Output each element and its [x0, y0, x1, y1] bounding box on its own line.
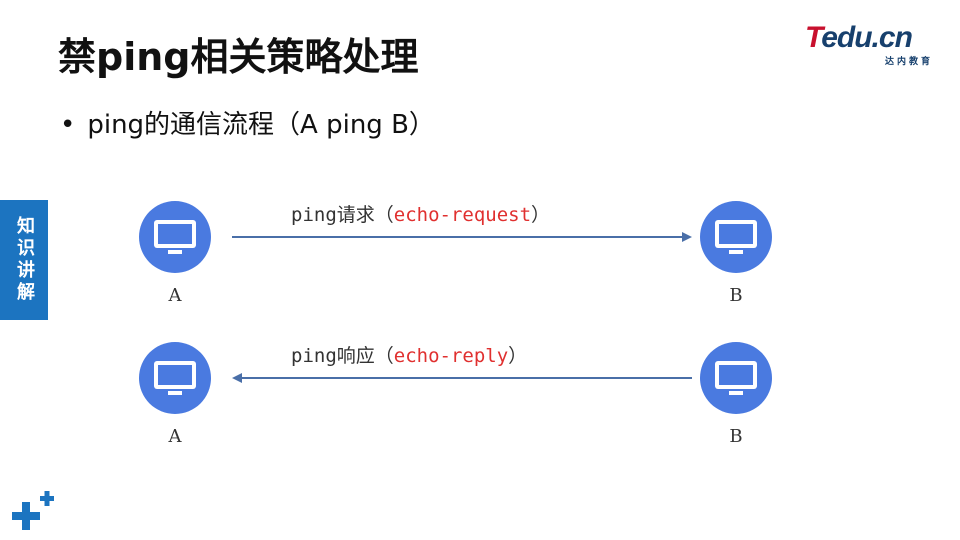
bullet-item: • ping的通信流程（A ping B）	[60, 104, 435, 141]
monitor-icon	[715, 361, 757, 395]
request-suffix: ）	[531, 204, 551, 226]
host-a-label: A	[168, 426, 182, 447]
side-tab: 知识讲解	[0, 200, 48, 320]
page-title: 禁ping相关策略处理	[58, 35, 419, 79]
reply-highlight: echo-reply	[393, 345, 509, 367]
host-b-label: B	[729, 285, 743, 306]
request-highlight: echo-request	[393, 204, 532, 226]
bullet-text: ping的通信流程（A ping B）	[87, 110, 435, 140]
side-tab-label: 知识讲解	[14, 216, 35, 304]
reply-suffix: ）	[508, 345, 528, 367]
host-b-label: B	[729, 426, 743, 447]
bullet-dot: •	[60, 110, 76, 140]
tedu-logo: Tedu.cn 达内教育	[805, 20, 935, 68]
host-a-request	[139, 201, 211, 273]
monitor-icon	[154, 220, 196, 254]
reply-arrow	[232, 373, 692, 383]
host-a-label: A	[168, 285, 182, 306]
plus-icon	[12, 491, 54, 530]
request-arrow	[232, 232, 692, 242]
reply-prefix: ping响应（	[291, 345, 394, 367]
host-a-reply	[139, 342, 211, 414]
monitor-icon	[154, 361, 196, 395]
request-prefix: ping请求（	[291, 204, 394, 226]
host-b-reply	[700, 342, 772, 414]
request-label: ping请求（echo-request）	[291, 200, 550, 227]
reply-label: ping响应（echo-reply）	[291, 341, 527, 368]
logo-subtitle: 达内教育	[884, 57, 933, 67]
logo-domain: edu.cn	[821, 21, 913, 54]
host-b-request	[700, 201, 772, 273]
monitor-icon	[715, 220, 757, 254]
logo-letter-t: T	[805, 21, 822, 54]
